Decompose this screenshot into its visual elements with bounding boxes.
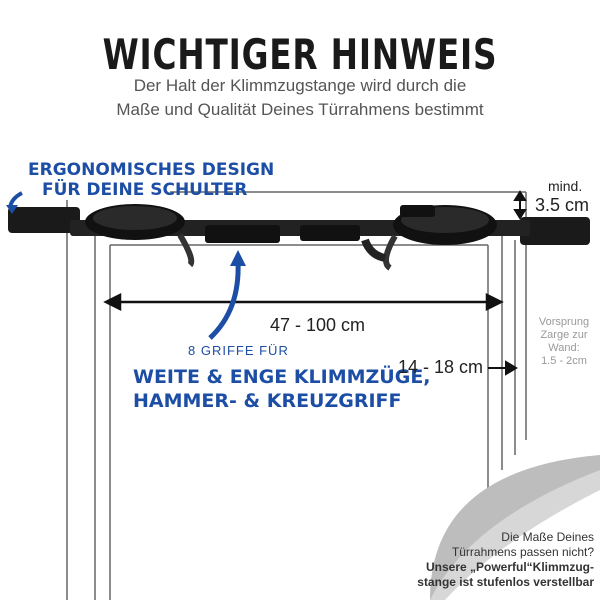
footer-line-4: stange ist stufenlos verstellbar: [417, 575, 594, 589]
page-curl: [430, 455, 600, 600]
ergonomic-callout-line-1: ERGONOMISCHES DESIGN: [28, 160, 275, 180]
offset-note-line-2: Zarge zur: [540, 329, 588, 341]
page-title: WICHTIGER HINWEIS: [102, 30, 498, 79]
depth-range-label: 14 - 18 cm: [398, 357, 484, 377]
footer-line-2: Türrahmens passen nicht?: [451, 545, 594, 559]
depth-dimension: [488, 360, 518, 376]
width-dimension: [103, 292, 504, 312]
offset-note-line-4: 1.5 - 2cm: [541, 355, 587, 367]
ergonomic-arrow: [8, 191, 23, 208]
grips-callout-line-2: HAMMER- & KREUZGRIFF: [133, 390, 402, 412]
grips-arrow: [208, 261, 241, 340]
width-range-label: 47 - 100 cm: [270, 315, 366, 335]
footer-note: Die Maße Deines Türrahmens passen nicht?…: [334, 530, 594, 590]
grips-callout-small: 8 GRIFFE FÜR: [188, 343, 289, 358]
footer-line-3: Unsere „Powerful“Klimmzug-: [425, 560, 594, 574]
grips-callout-line-1: WEITE & ENGE KLIMMZÜGE,: [133, 366, 431, 388]
offset-note-line-3: Wand:: [548, 342, 580, 354]
ergonomic-callout-line-2: FÜR DEINE SCHULTER: [42, 180, 248, 200]
offset-note: Vorsprung Zarge zur Wand: 1.5 - 2cm: [530, 316, 598, 368]
footer-line-1: Die Maße Deines: [501, 530, 594, 544]
min-height-dimension: [513, 190, 527, 220]
min-label: mind.: [548, 178, 583, 194]
subtitle-line-1: Der Halt der Klimmzugstange wird durch d…: [133, 76, 467, 95]
offset-note-line-1: Vorsprung: [538, 316, 590, 328]
min-value-label: 3.5 cm: [535, 195, 590, 215]
bar-body: [8, 204, 590, 271]
subtitle-line-2: Maße und Qualität Deines Türrahmens best…: [116, 100, 484, 119]
